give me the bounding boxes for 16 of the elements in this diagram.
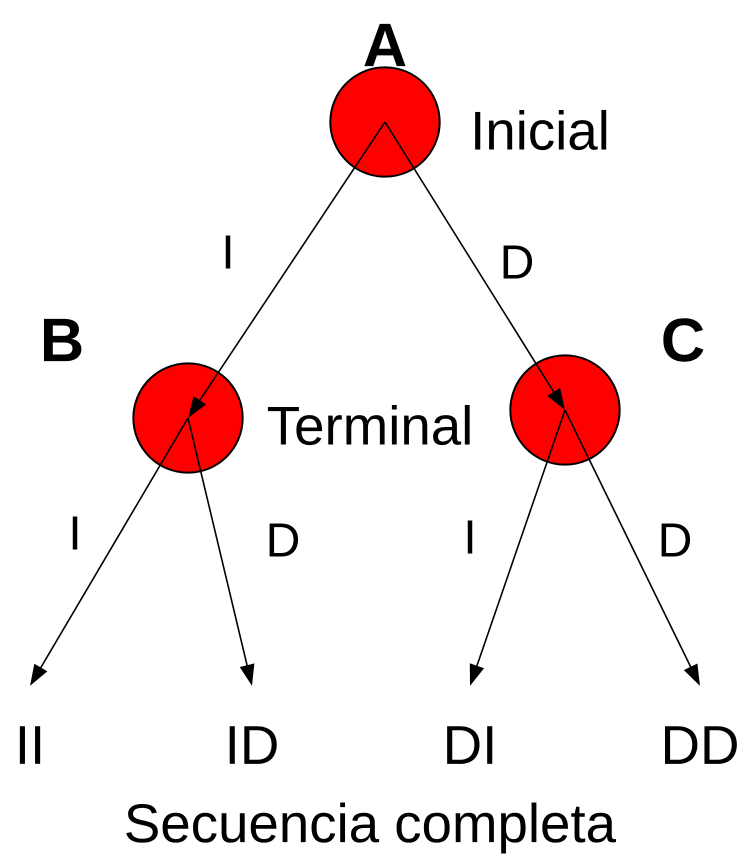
node-heading: B (44, 318, 82, 362)
node-heading: A (364, 24, 406, 66)
edge-label: D (655, 520, 695, 560)
node-caption: Inicial (475, 110, 606, 150)
edge-label: I (66, 514, 84, 552)
node-heading: C (663, 318, 704, 362)
edge-label: I (218, 232, 238, 272)
leaf-label: II (20, 726, 40, 764)
leaf-label: ID (230, 726, 277, 764)
leaf-label: DD (665, 726, 737, 764)
edge-label: D (263, 520, 303, 560)
edge-label: I (460, 518, 480, 556)
leaf-label: DI (447, 726, 492, 764)
node-caption: Terminal (268, 404, 470, 446)
edge-label: D (497, 242, 537, 282)
caption: Secuencia completa (126, 802, 616, 854)
